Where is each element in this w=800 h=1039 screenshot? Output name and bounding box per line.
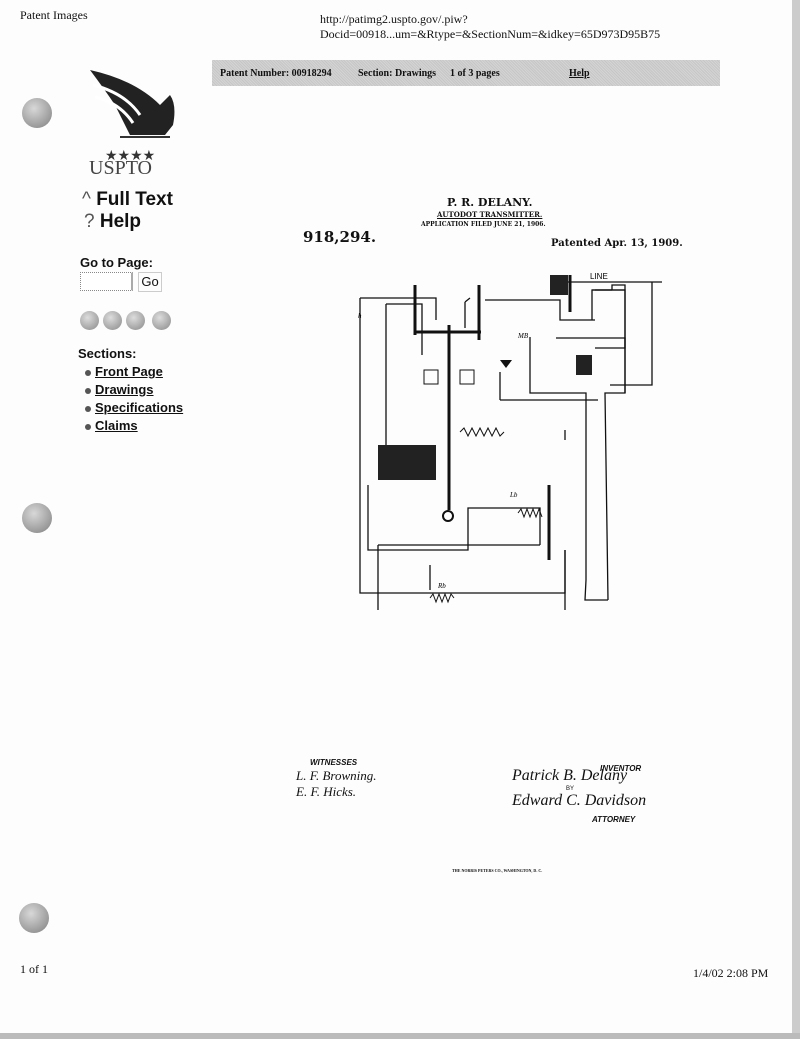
inventor-label: INVENTOR	[600, 764, 642, 773]
electromagnet-coil	[378, 445, 436, 480]
patent-banner: Patent Number: 00918294 Section: Drawing…	[212, 60, 720, 86]
witnesses-label: WITNESSES	[310, 758, 358, 767]
uspto-logo[interactable]: ★★★★ USPTO	[85, 65, 180, 187]
previous-page-icon[interactable]	[103, 311, 122, 330]
section-link-specifications[interactable]: Specifications	[85, 400, 183, 415]
bullet-icon	[85, 387, 91, 394]
magnet-coil	[576, 355, 592, 375]
question-icon: ?	[84, 211, 100, 232]
punch-hole	[19, 903, 49, 933]
witness-signature: L. F. Browning.	[296, 768, 377, 783]
punch-hole	[22, 98, 52, 128]
label-lb: Lb	[509, 491, 518, 499]
last-page-icon[interactable]	[152, 311, 171, 330]
label-mb: MB	[517, 332, 529, 340]
patent-number-drawing: 918,294.	[303, 228, 377, 246]
sections-label: Sections:	[78, 346, 137, 361]
inventor-signature: Patrick B. Delany	[512, 767, 628, 784]
page-count: 1 of 3 pages	[450, 68, 500, 79]
eagle-icon: ★★★★	[90, 70, 175, 164]
first-page-icon[interactable]	[80, 311, 99, 330]
punch-hole	[22, 503, 52, 533]
relay-coil	[550, 275, 568, 295]
next-page-icon[interactable]	[126, 311, 145, 330]
by-label: BY	[566, 786, 575, 792]
bullet-icon	[85, 369, 91, 376]
svg-text:★★★★: ★★★★	[105, 149, 155, 164]
patented-date: Patented Apr. 13, 1909.	[551, 238, 683, 249]
logo-text: USPTO	[89, 157, 152, 179]
section-label: Front Page	[95, 364, 163, 379]
section-link-drawings[interactable]: Drawings	[85, 382, 154, 397]
scan-edge	[0, 1033, 800, 1039]
witness-signature: E. F. Hicks.	[296, 784, 357, 799]
goto-page-label: Go to Page:	[80, 255, 153, 270]
printer-credit: THE NORRIS PETERS CO., WASHINGTON, D. C.	[452, 868, 543, 873]
bullet-icon	[85, 405, 91, 412]
section-link-front-page[interactable]: Front Page	[85, 364, 163, 379]
print-header-title: Patent Images	[20, 8, 88, 22]
caret-up-icon: ^	[82, 189, 97, 210]
bullet-icon	[85, 423, 91, 430]
patent-title: AUTODOT TRANSMITTER.	[437, 210, 543, 219]
section-label: Claims	[95, 418, 138, 433]
patent-number: Patent Number: 00918294	[220, 68, 332, 79]
help-link[interactable]: Help	[569, 68, 590, 79]
print-footer-datetime: 1/4/02 2:08 PM	[693, 966, 769, 980]
go-button[interactable]: Go	[138, 272, 162, 292]
help-label: Help	[99, 211, 142, 232]
help-sidebar-link[interactable]: ? Help	[84, 211, 141, 233]
full-text-link[interactable]: ^ Full Text	[82, 189, 173, 211]
label-line: LINE	[590, 272, 608, 281]
goto-page-input[interactable]	[80, 272, 133, 291]
section-name: Section: Drawings	[358, 68, 437, 79]
label-h: h	[358, 312, 362, 320]
attorney-signature: Edward C. Davidson	[512, 792, 647, 809]
circuit-diagram: LINE MB Lb Rb h	[358, 272, 662, 610]
section-link-claims[interactable]: Claims	[85, 418, 138, 433]
scan-edge	[792, 0, 800, 1039]
attorney-label: ATTORNEY	[592, 815, 636, 824]
application-filed: APPLICATION FILED JUNE 21, 1906.	[421, 221, 546, 228]
section-label: Drawings	[95, 382, 154, 397]
inventor-name: P. R. DELANY.	[447, 196, 533, 209]
label-rb: Rb	[437, 582, 446, 590]
full-text-label: Full Text	[96, 189, 173, 210]
section-label: Specifications	[95, 400, 184, 415]
print-header-url: http://patimg2.uspto.gov/.piw?Docid=0091…	[320, 12, 661, 41]
print-footer-page: 1 of 1	[20, 962, 48, 976]
